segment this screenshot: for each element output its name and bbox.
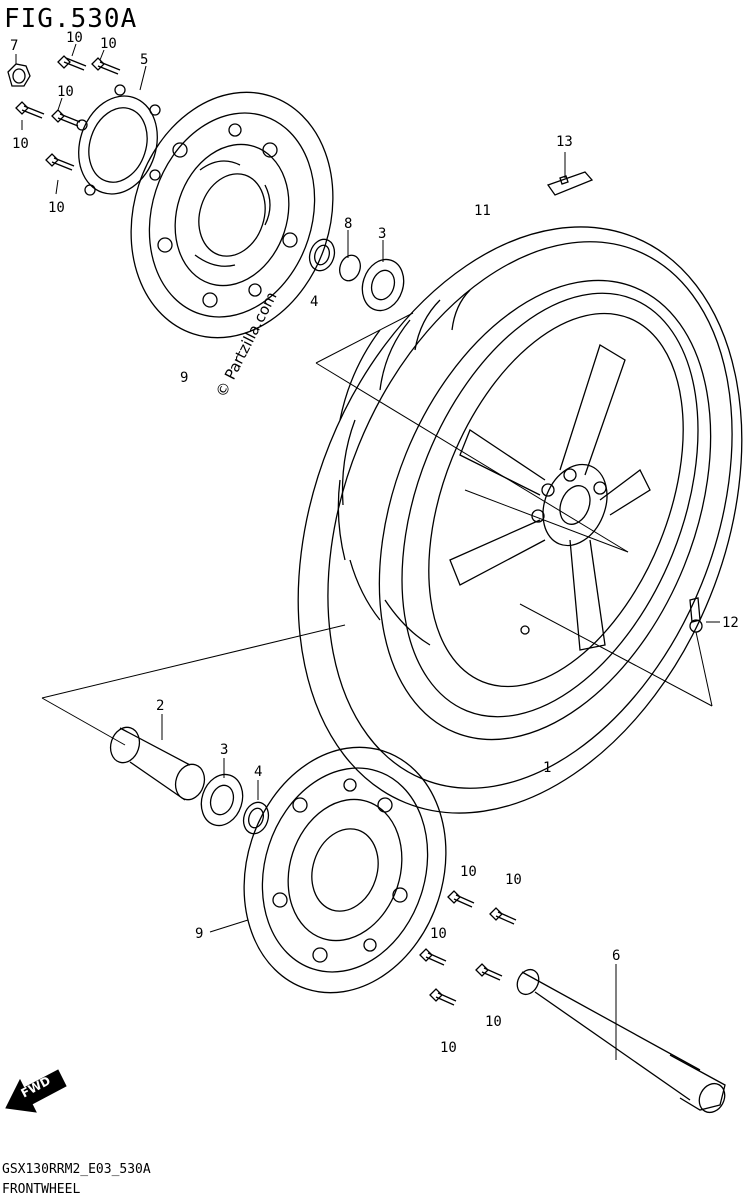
callout-9: 9 [180,370,188,386]
callout-10: 10 [48,200,65,216]
callout-10: 10 [485,1014,502,1030]
callout-10: 10 [505,872,522,888]
lower-bearing-seal [200,773,270,835]
callout-3: 3 [378,226,386,242]
callout-2: 2 [156,698,164,714]
diagram-code: GSX130RRM2_E03_530A [2,1162,151,1177]
callout-8: 8 [344,216,352,232]
upper-seal-bearing [308,238,405,312]
disc-bolts-lower [419,890,517,1006]
figure-title: FIG.530A [4,4,138,34]
callout-10: 10 [440,1040,457,1056]
callout-10: 10 [430,926,447,942]
fwd-arrow-icon [5,1069,67,1113]
callout-4: 4 [310,294,318,310]
front-axle [516,968,726,1114]
callout-4: 4 [254,764,262,780]
callout-10: 10 [460,864,477,880]
callout-12: 12 [722,615,739,631]
callout-10: 10 [12,136,29,152]
wheel-spacer [109,726,206,801]
diagram-name: FRONTWHEEL [2,1182,81,1197]
callout-1: 1 [543,760,551,776]
callout-6: 6 [612,948,620,964]
callout-10: 10 [100,36,117,52]
sensor-ring [76,84,161,196]
callout-10: 10 [66,30,83,46]
callout-labels: 7 10 10 5 10 10 10 8 3 4 9 13 11 12 2 3 … [10,30,739,1056]
brake-disc-upper [130,91,334,339]
brake-disc-lower [243,746,447,994]
axle-nut [7,63,31,87]
callout-11: 11 [474,203,491,219]
callout-5: 5 [140,52,148,68]
callout-9: 9 [195,926,203,942]
balance-weight [546,171,594,196]
disc-bolts-upper [15,55,121,171]
callout-13: 13 [556,134,573,150]
callout-3: 3 [220,742,228,758]
callout-10: 10 [57,84,74,100]
reference-lines [15,43,720,1060]
callout-7: 7 [10,38,18,54]
